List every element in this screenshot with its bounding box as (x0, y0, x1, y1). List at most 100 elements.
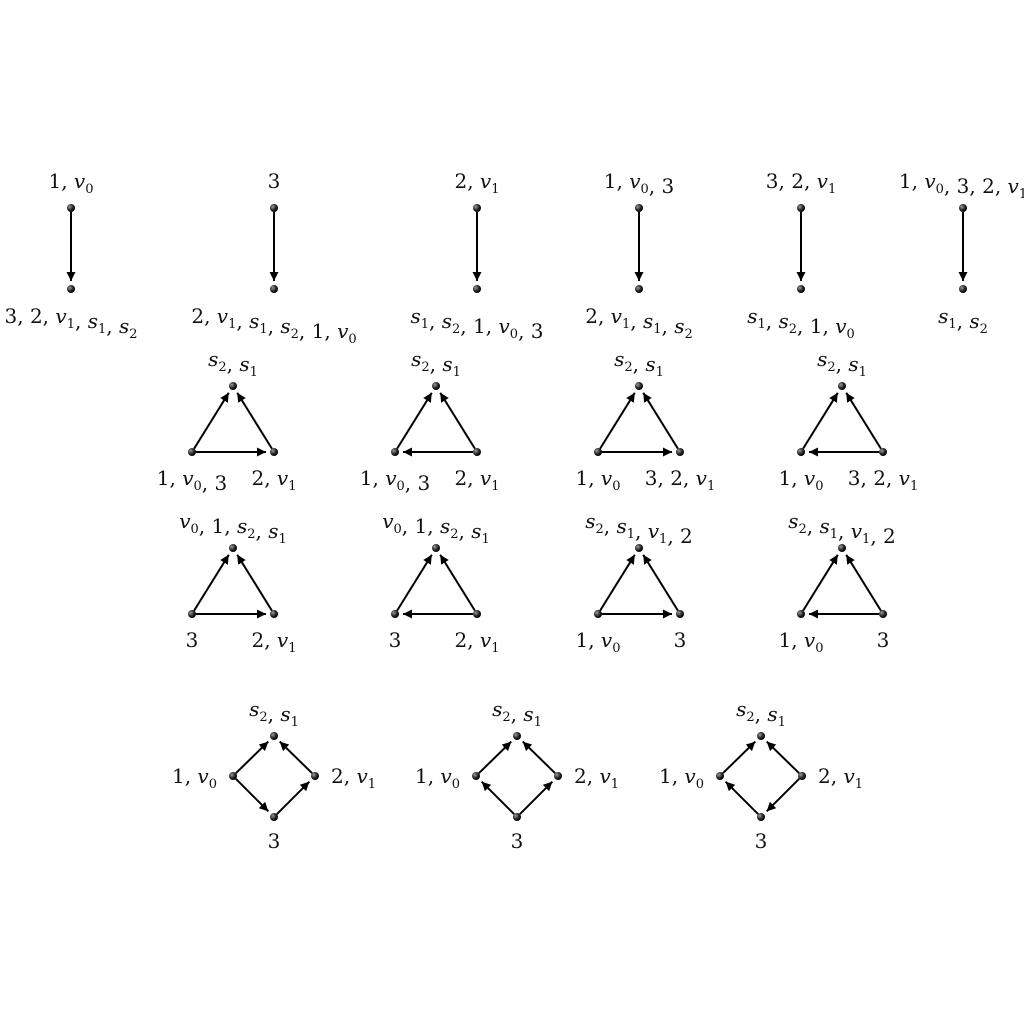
pair-bottom-label: s1, s2, 1, v0, 3 (410, 304, 543, 343)
pair-node-bottom (67, 285, 75, 293)
triangle-edge-left-up (193, 392, 230, 450)
triangle-node-top (635, 544, 643, 552)
diamond-node-bottom (513, 813, 521, 821)
triangle-edge-right-up (642, 554, 679, 612)
diamond-bottom-label: 3 (268, 829, 281, 853)
diamond-edge-lower-right (519, 780, 554, 815)
diamond-node-right (311, 772, 319, 780)
diamond-node-left (472, 772, 480, 780)
triangle-node-right (473, 448, 481, 456)
pair-node-bottom (635, 285, 643, 293)
triangle-edge-left-up (396, 554, 433, 612)
triangle-node-left (391, 610, 399, 618)
triangle-node-top (432, 544, 440, 552)
triangle-node-left (797, 610, 805, 618)
diamond-left-label: 1, v0 (659, 764, 704, 792)
pair-bottom-label: 2, v1, s1, s2 (585, 304, 693, 342)
triangle-node-top (838, 544, 846, 552)
triangle-right-label: 3, 2, v1 (848, 466, 919, 494)
diamond-node-bottom (757, 813, 765, 821)
diamond-top-label: s2, s1 (736, 697, 786, 730)
triangle-left-label: 3 (389, 628, 402, 652)
triangle-node-left (188, 448, 196, 456)
diamond-edge-lower-right (276, 780, 311, 815)
pair-top-label: 2, v1 (454, 169, 499, 197)
triangle-node-top (432, 382, 440, 390)
triangle-node-top (229, 544, 237, 552)
triangle-edge-left-up (802, 554, 839, 612)
diamond-top-label: s2, s1 (492, 697, 542, 730)
triangle-left-label: 1, v0, 3 (360, 466, 431, 495)
pair-top-label: 3 (268, 169, 281, 193)
diamond-right-label: 2, v1 (818, 764, 863, 792)
triangle-top-label: v0, 1, s2, s1 (179, 509, 287, 547)
triangle-edge-left-up (802, 392, 839, 450)
pair-top-label: 3, 2, v1 (766, 169, 837, 197)
triangle-top-label: s2, s1 (817, 347, 867, 380)
pair-top-label: 1, v0, 3, 2, v1 (899, 169, 1024, 202)
triangle-top-label: s2, s1 (208, 347, 258, 380)
pair-top-label: 1, v0 (48, 169, 93, 197)
pair-bottom-label: s1, s2, 1, v0 (747, 304, 855, 342)
triangle-node-right (676, 448, 684, 456)
triangle-right-label: 2, v1 (454, 628, 499, 656)
pair-node-bottom (270, 285, 278, 293)
diamond-node-left (716, 772, 724, 780)
diamond-edge-right-up (766, 740, 800, 774)
diamond-edge-right-up (279, 740, 313, 774)
triangle-node-right (270, 610, 278, 618)
diamond-edge-lower-left (235, 778, 270, 813)
diamond-node-bottom (270, 813, 278, 821)
triangle-right-label: 2, v1 (454, 466, 499, 494)
diamond-edge-lower-left (724, 780, 759, 815)
pair-node-bottom (473, 285, 481, 293)
triangle-edge-right-up (439, 392, 476, 450)
triangle-edge-left-up (193, 554, 230, 612)
triangle-left-label: 3 (186, 628, 199, 652)
triangle-edge-right-up (642, 392, 679, 450)
triangle-node-left (391, 448, 399, 456)
pair-top-label: 1, v0, 3 (604, 169, 675, 198)
triangle-right-label: 3 (674, 628, 687, 652)
diamond-edge-left-up (722, 740, 756, 774)
triangle-node-right (879, 610, 887, 618)
pair-node-top (797, 204, 805, 212)
triangle-node-left (797, 448, 805, 456)
triangle-edge-left-up (396, 392, 433, 450)
pair-node-top (270, 204, 278, 212)
diamond-edge-lower-left (480, 780, 515, 815)
diamond-node-right (554, 772, 562, 780)
diamond-node-top (270, 732, 278, 740)
pair-bottom-label: 3, 2, v1, s1, s2 (4, 304, 137, 342)
triangle-top-label: s2, s1, v1, 2 (788, 509, 896, 548)
triangle-node-right (270, 448, 278, 456)
triangle-top-label: s2, s1, v1, 2 (585, 509, 693, 548)
pair-node-top (67, 204, 75, 212)
triangle-node-left (594, 448, 602, 456)
diamond-edge-right-up (522, 740, 556, 774)
triangle-edge-right-up (439, 554, 476, 612)
triangle-node-right (473, 610, 481, 618)
triangle-node-right (879, 448, 887, 456)
triangle-left-label: 1, v0 (575, 466, 620, 494)
diamond-bottom-label: 3 (511, 829, 524, 853)
triangle-left-label: 1, v0, 3 (157, 466, 228, 495)
diamond-node-top (757, 732, 765, 740)
pair-node-top (959, 204, 967, 212)
pair-node-top (635, 204, 643, 212)
triangle-right-label: 2, v1 (251, 628, 296, 656)
edges-layer (66, 212, 968, 815)
triangle-left-label: 1, v0 (778, 628, 823, 656)
diamond-node-top (513, 732, 521, 740)
triangle-top-label: s2, s1 (614, 347, 664, 380)
nodes-layer (67, 204, 967, 821)
triangle-edge-left-up (599, 554, 636, 612)
diamond-node-left (229, 772, 237, 780)
pair-node-bottom (797, 285, 805, 293)
triangle-node-left (594, 610, 602, 618)
triangle-node-top (635, 382, 643, 390)
diamond-node-right (798, 772, 806, 780)
triangle-edge-left-up (599, 392, 636, 450)
